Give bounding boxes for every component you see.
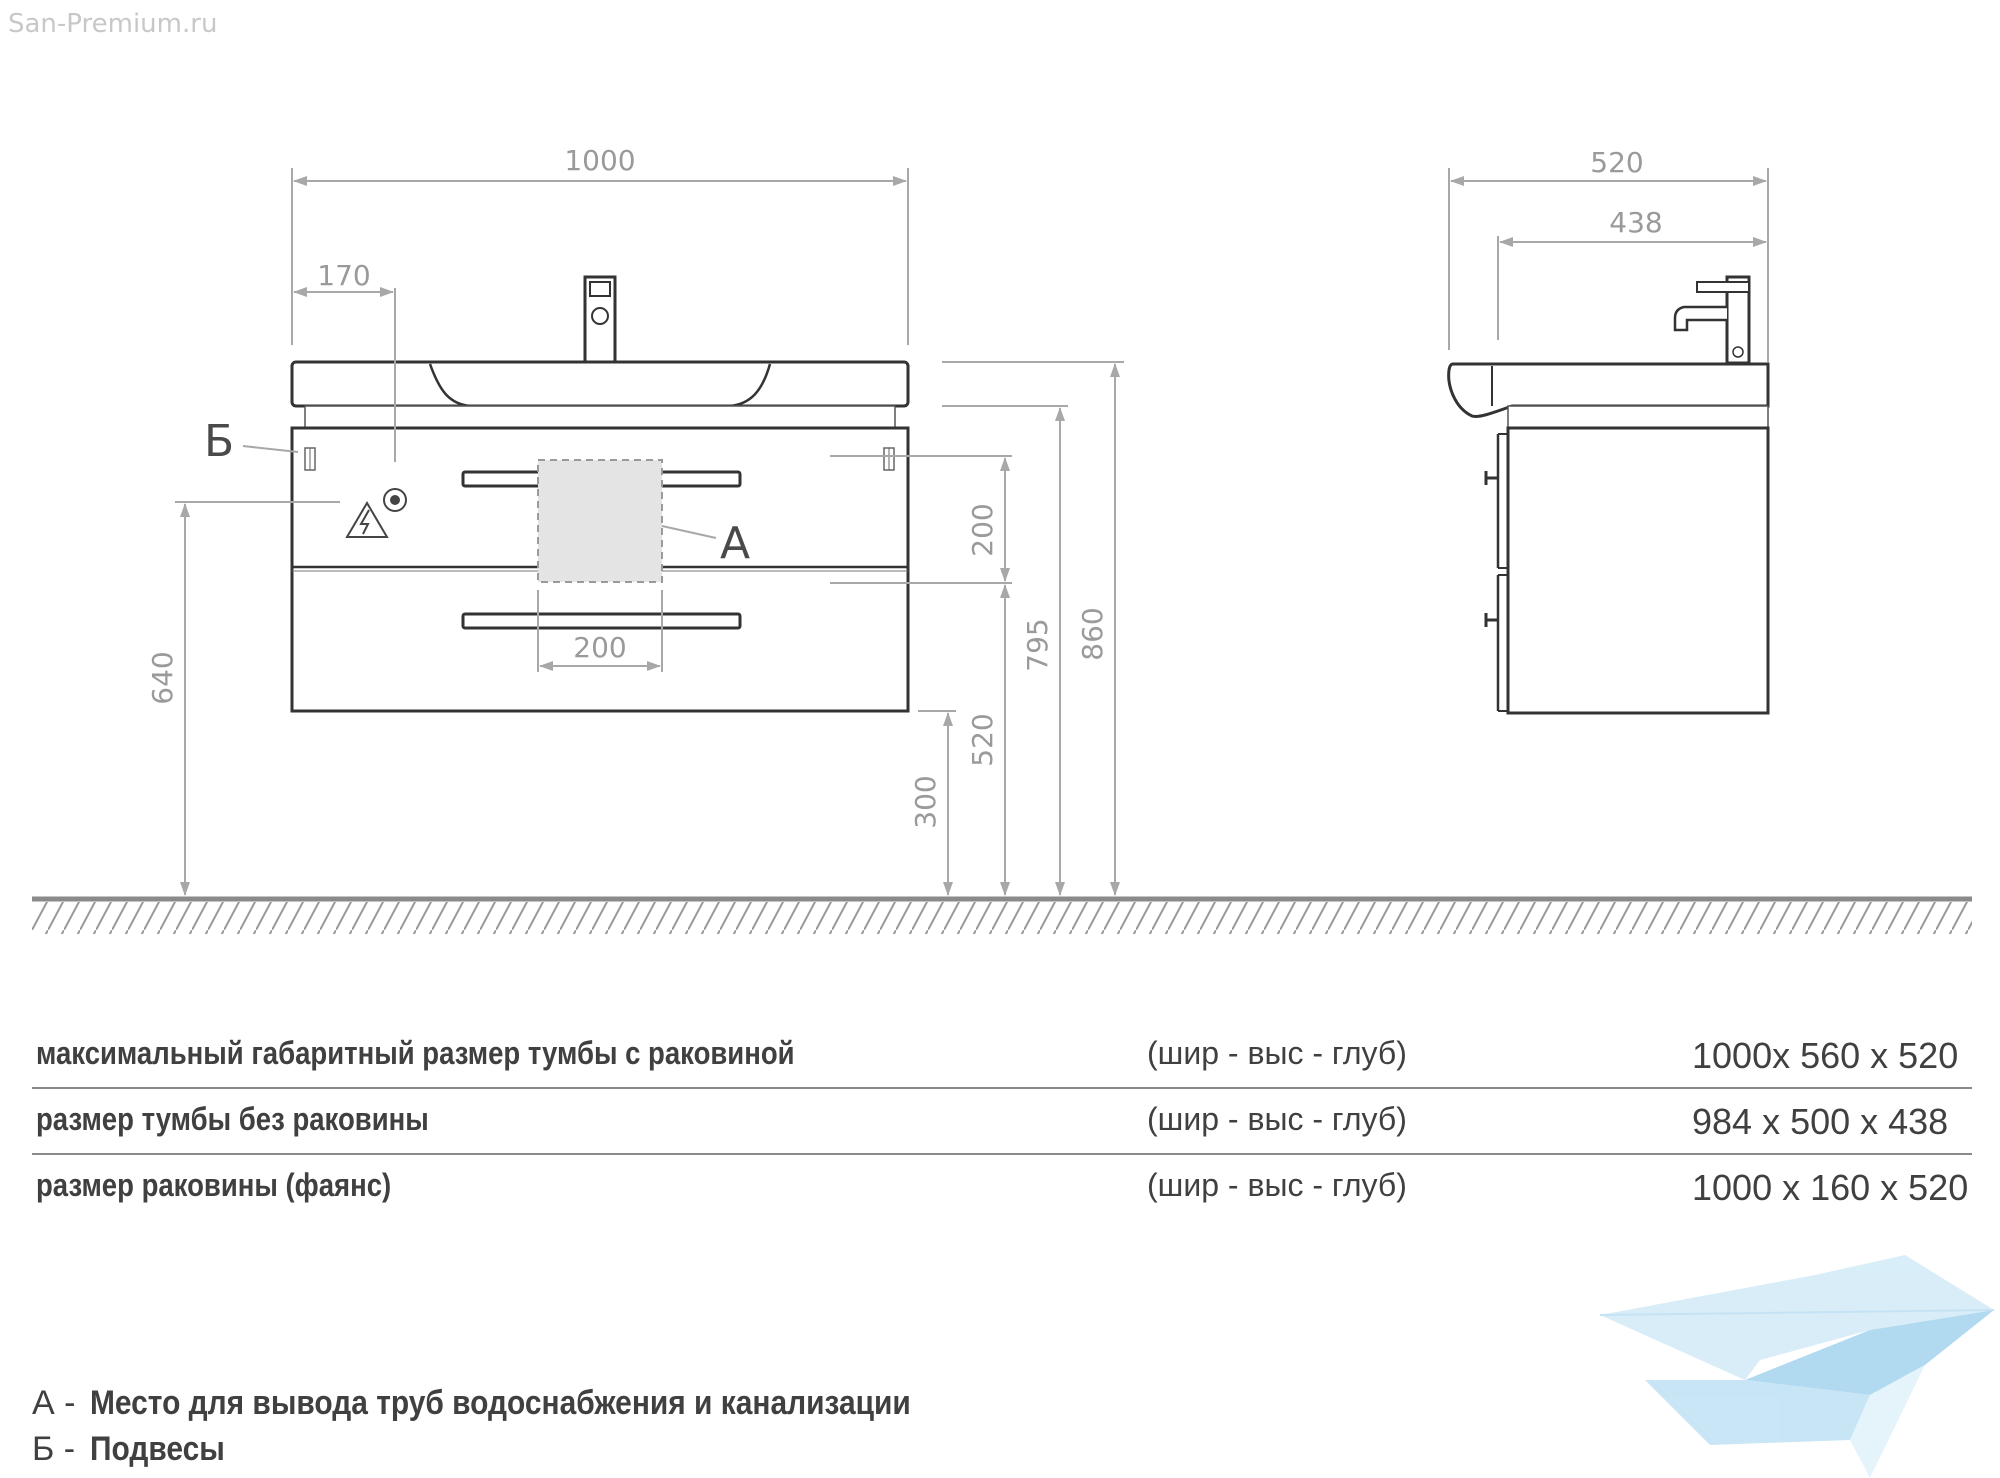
sink-side (1447, 362, 1770, 429)
legend-text: Подвесы (90, 1430, 225, 1468)
spec-unit: (шир - выс - глуб) (1147, 1035, 1407, 1071)
socket-icon (383, 488, 407, 512)
watermark: San-Premium.ru (8, 9, 217, 39)
legend: А - Место для вывода труб водоснабжения и… (32, 1384, 1023, 1476)
dim-width-1000: 1000 (564, 144, 635, 177)
faucet-front (583, 275, 617, 364)
side-dimensions: 520 438 (1448, 146, 1769, 362)
spec-row: размер тумбы без раковины (шир - выс - г… (32, 1089, 1972, 1155)
dim-depth-520: 520 (1590, 146, 1643, 179)
spec-value: 1000 х 160 х 520 (1692, 1167, 1969, 1208)
dim-depth-438: 438 (1609, 206, 1662, 239)
callout-a: А (720, 518, 750, 569)
callout-b: Б (204, 416, 234, 467)
dim-drawer-200: 200 (966, 503, 999, 556)
spec-row: максимальный габаритный размер тумбы с р… (32, 1023, 1972, 1089)
spec-label: размер раковины (фаянс) (36, 1167, 392, 1203)
faucet-side (1673, 275, 1751, 365)
front-view: 1000 170 200 200 520 300 795 860 (146, 144, 1124, 896)
spec-label: размер тумбы без раковины (36, 1101, 429, 1137)
cabinet-side (1484, 426, 1770, 715)
dim-height-795: 795 (1021, 618, 1054, 671)
pipe-zone-a (537, 459, 663, 583)
dim-height-300: 300 (909, 775, 942, 828)
sink-front (290, 360, 910, 429)
electric-warning-icon (345, 501, 389, 538)
legend-item-a: А - Место для вывода труб водоснабжения и… (32, 1384, 1023, 1430)
dim-height-520: 520 (966, 713, 999, 766)
spec-value: 1000х 560 х 520 (1692, 1035, 1959, 1076)
legend-item-b: Б - Подвесы (32, 1430, 1023, 1476)
spec-unit: (шир - выс - глуб) (1147, 1167, 1407, 1203)
dim-offset-170: 170 (317, 259, 370, 292)
legend-key: Б - (32, 1430, 76, 1468)
legend-text: Место для вывода труб водоснабжения и ка… (90, 1384, 911, 1422)
cabinet-front (290, 426, 910, 713)
spec-table: максимальный габаритный размер тумбы с р… (32, 1023, 1972, 1219)
dim-zone-200: 200 (573, 631, 626, 664)
side-view: 520 438 (1447, 146, 1770, 715)
spec-unit: (шир - выс - глуб) (1147, 1101, 1407, 1137)
drawer-handle-bottom (461, 612, 742, 630)
spec-value: 984 х 500 х 438 (1692, 1101, 1949, 1142)
front-dimensions: 1000 170 200 200 520 300 795 860 (146, 144, 1124, 896)
spec-label: максимальный габаритный размер тумбы с р… (36, 1035, 795, 1071)
floor (32, 896, 1972, 934)
legend-key: А - (32, 1384, 76, 1422)
dim-height-860: 860 (1076, 607, 1109, 660)
dim-height-640: 640 (146, 651, 179, 704)
spec-row: размер раковины (фаянс) (шир - выс - глу… (32, 1155, 1972, 1219)
brand-logo-watermark (1599, 1255, 1995, 1478)
